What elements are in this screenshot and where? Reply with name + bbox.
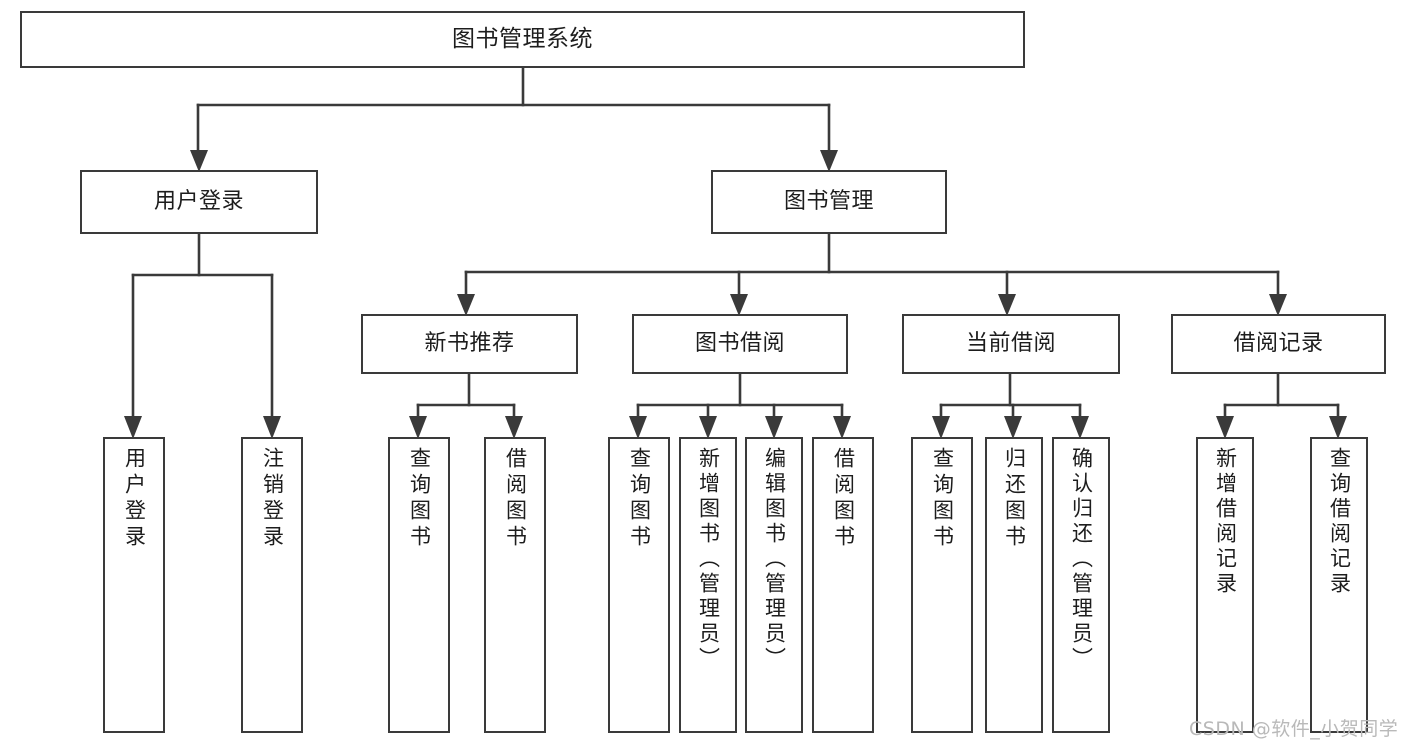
node-leaf-query-borrow-record-label: 查询借阅记录 xyxy=(1327,447,1352,597)
node-user-login-label: 用户登录 xyxy=(153,188,244,214)
node-leaf-borrow-book-2-label: 借阅图书 xyxy=(831,447,856,551)
node-new-book-recommend[interactable]: 新书推荐 xyxy=(361,314,578,374)
node-current-borrow[interactable]: 当前借阅 xyxy=(902,314,1120,374)
node-leaf-query-book-3[interactable]: 查询图书 xyxy=(911,437,973,733)
node-new-book-recommend-label: 新书推荐 xyxy=(424,330,515,356)
node-leaf-query-book-3-label: 查询图书 xyxy=(930,447,955,551)
node-leaf-query-book-1[interactable]: 查询图书 xyxy=(388,437,450,733)
node-borrow-record-label: 借阅记录 xyxy=(1233,330,1324,356)
node-book-manage[interactable]: 图书管理 xyxy=(711,170,947,234)
csdn-watermark: CSDN @软件_小贺同学 xyxy=(1189,718,1399,740)
node-leaf-user-logout-label: 注销登录 xyxy=(260,447,285,551)
node-leaf-borrow-book-1[interactable]: 借阅图书 xyxy=(484,437,546,733)
node-root-label: 图书管理系统 xyxy=(452,25,593,52)
node-leaf-add-borrow-record-label: 新增借阅记录 xyxy=(1213,447,1238,597)
node-current-borrow-label: 当前借阅 xyxy=(965,330,1056,356)
node-leaf-query-book-2-label: 查询图书 xyxy=(627,447,652,551)
node-borrow-record[interactable]: 借阅记录 xyxy=(1171,314,1386,374)
node-leaf-query-borrow-record[interactable]: 查询借阅记录 xyxy=(1310,437,1368,733)
node-leaf-add-book-admin-label: 新增图书（管理员） xyxy=(696,447,721,672)
node-book-borrow-label: 图书借阅 xyxy=(694,330,785,356)
node-leaf-return-book[interactable]: 归还图书 xyxy=(985,437,1043,733)
node-leaf-add-book-admin[interactable]: 新增图书（管理员） xyxy=(679,437,737,733)
node-leaf-confirm-return-admin[interactable]: 确认归还（管理员） xyxy=(1052,437,1110,733)
node-leaf-query-book-1-label: 查询图书 xyxy=(407,447,432,551)
node-leaf-user-login-label: 用户登录 xyxy=(122,447,147,551)
node-leaf-edit-book-admin-label: 编辑图书（管理员） xyxy=(762,447,787,672)
node-book-borrow[interactable]: 图书借阅 xyxy=(632,314,848,374)
node-leaf-return-book-label: 归还图书 xyxy=(1002,447,1027,551)
node-leaf-confirm-return-admin-label: 确认归还（管理员） xyxy=(1069,447,1094,672)
node-leaf-query-book-2[interactable]: 查询图书 xyxy=(608,437,670,733)
node-leaf-add-borrow-record[interactable]: 新增借阅记录 xyxy=(1196,437,1254,733)
node-leaf-borrow-book-1-label: 借阅图书 xyxy=(503,447,528,551)
node-book-manage-label: 图书管理 xyxy=(783,188,874,214)
node-leaf-borrow-book-2[interactable]: 借阅图书 xyxy=(812,437,874,733)
node-root[interactable]: 图书管理系统 xyxy=(20,11,1025,68)
node-leaf-user-login[interactable]: 用户登录 xyxy=(103,437,165,733)
node-leaf-user-logout[interactable]: 注销登录 xyxy=(241,437,303,733)
node-user-login[interactable]: 用户登录 xyxy=(80,170,318,234)
node-leaf-edit-book-admin[interactable]: 编辑图书（管理员） xyxy=(745,437,803,733)
